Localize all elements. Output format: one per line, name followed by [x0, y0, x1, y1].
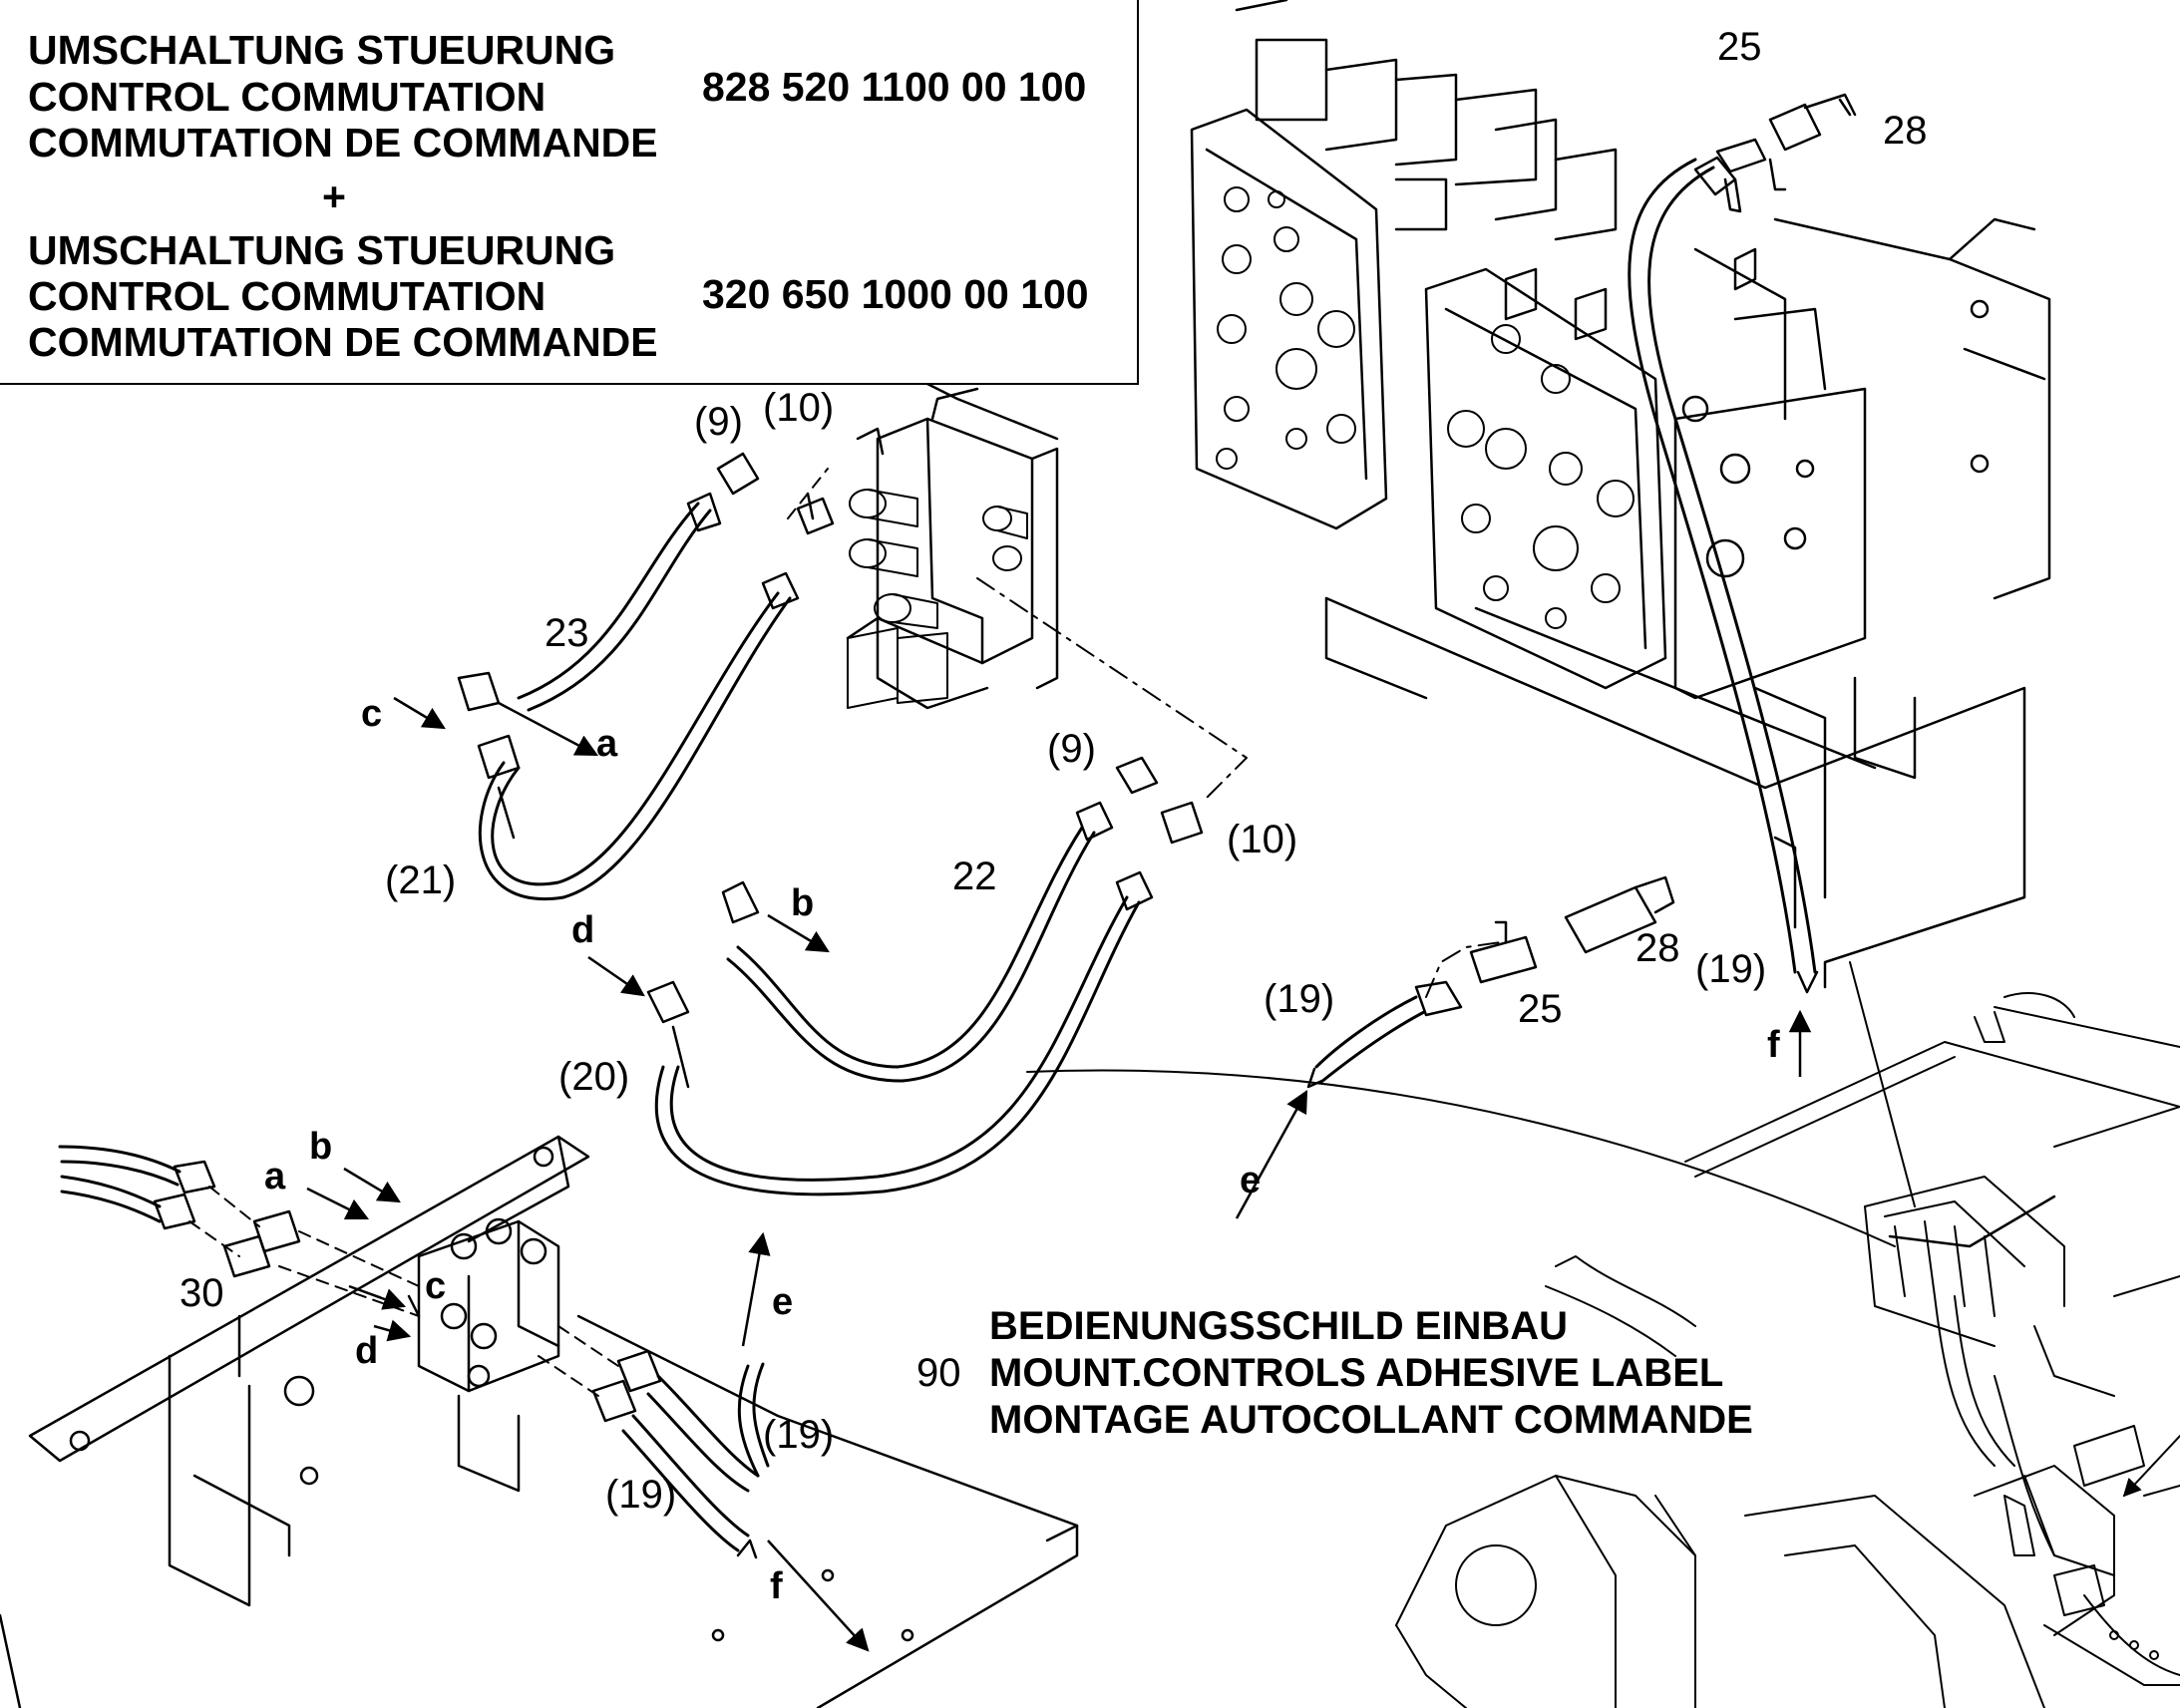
group1-title-en: CONTROL COMMUTATION: [28, 74, 546, 120]
callout-10-top: (10): [763, 386, 834, 430]
small-valve-block-drawing: [846, 377, 1059, 710]
callout-10-mid: (10): [1227, 818, 1297, 861]
group2-title-fr: COMMUTATION DE COMMANDE: [28, 319, 658, 365]
callout-30: 30: [180, 1271, 224, 1315]
main-control-valve-drawing: [1190, 0, 2051, 989]
letter-b-mid: b: [791, 882, 814, 924]
letter-a-left: a: [264, 1156, 286, 1197]
callout-20: (20): [558, 1055, 629, 1099]
letter-f-low: f: [770, 1565, 783, 1607]
letter-e-mid: e: [772, 1281, 793, 1323]
letter-a-top: a: [596, 723, 618, 765]
machine-overview-drawing: [1395, 992, 2180, 1708]
group2-title-de: UMSCHALTUNG STUEURUNG: [28, 227, 616, 273]
group2-part-number: 320 650 1000 00 100: [702, 271, 1089, 317]
callout-19-low-left: (19): [605, 1473, 676, 1517]
callout-19-mid: (19): [1264, 977, 1334, 1021]
group-separator: +: [322, 173, 346, 219]
group1-title-fr: COMMUTATION DE COMMANDE: [28, 120, 658, 166]
letter-c-left: c: [425, 1265, 446, 1307]
callout-9-mid: (9): [1047, 727, 1096, 771]
group2-title-en: CONTROL COMMUTATION: [28, 273, 546, 319]
group1-part-number: 828 520 1100 00 100: [702, 64, 1087, 110]
letter-b-left: b: [309, 1126, 332, 1168]
callout-labels: (9) (10) 25 28 23 (21) (9) (10) 22 (20) …: [180, 25, 1928, 1607]
callout-19-right: (19): [1695, 947, 1766, 991]
callout-22: 22: [952, 854, 997, 898]
callout-9-top: (9): [694, 400, 743, 444]
letter-d-left: d: [355, 1330, 378, 1372]
callout-25-mid: 25: [1518, 987, 1563, 1031]
callout-28-top: 28: [1883, 109, 1928, 153]
letter-d-mid: d: [571, 909, 594, 951]
letter-c-top: c: [361, 693, 382, 735]
lower-frame-drawing: [0, 1135, 1079, 1708]
title-block: UMSCHALTUNG STUEURUNG CONTROL COMMUTATIO…: [0, 0, 1139, 385]
letter-e-low: e: [1240, 1160, 1261, 1201]
group1-title-de: UMSCHALTUNG STUEURUNG: [28, 27, 616, 73]
install-note-en: MOUNT.CONTROLS ADHESIVE LABEL: [989, 1351, 1724, 1395]
callout-23: 23: [545, 611, 589, 655]
install-note-number: 90: [916, 1351, 961, 1395]
direction-arrows: [306, 696, 1812, 1652]
letter-f-right: f: [1767, 1024, 1780, 1066]
install-note-de: BEDIENUNGSSCHILD EINBAU: [989, 1304, 1569, 1348]
callout-19-low-right: (19): [763, 1413, 834, 1457]
callout-28-mid: 28: [1635, 926, 1680, 970]
callout-25-top: 25: [1717, 25, 1762, 69]
install-note-fr: MONTAGE AUTOCOLLANT COMMANDE: [989, 1398, 1753, 1442]
callout-21: (21): [385, 858, 456, 902]
